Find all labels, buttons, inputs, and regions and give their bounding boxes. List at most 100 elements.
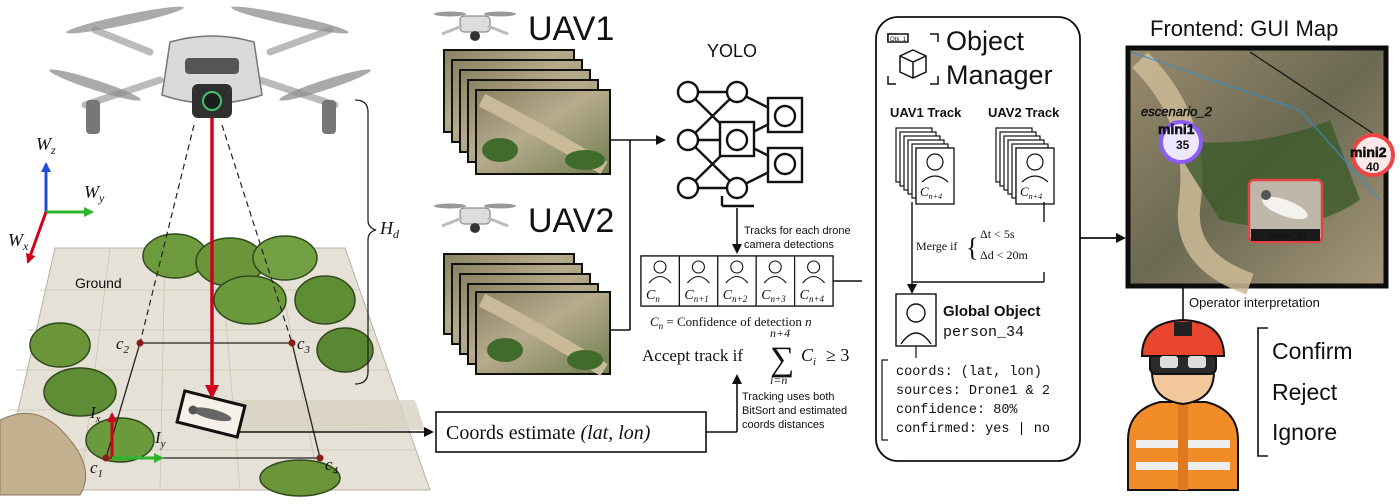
confidence-cell: Cn+1 [678, 255, 719, 307]
sum-symbol: ∑ [770, 341, 794, 378]
tree-cluster [29, 233, 374, 497]
world-axis-x-label: Wx [8, 230, 29, 253]
yolo-label: YOLO [707, 41, 757, 61]
drone1-marker[interactable]: mini1 35 [1158, 120, 1203, 164]
merge-cond-distance: Δd < 20m [980, 248, 1028, 262]
uav2-track-cards: Cn+4 [995, 127, 1055, 205]
accept-rule-prefix: Accept track if [642, 346, 743, 365]
rocky-ground [0, 412, 87, 496]
world-axis-y-label: Wy [84, 182, 105, 205]
map-scenario-label: escenario_2 [1141, 104, 1213, 119]
detail-confidence: confidence: 80% [896, 403, 1018, 418]
confidence-cell: Cn+3 [755, 255, 796, 307]
gui-map[interactable] [1125, 45, 1389, 295]
merge-brace: { [966, 233, 978, 262]
drone1-value: 35 [1176, 138, 1190, 152]
drone-icon [434, 11, 516, 41]
drone1-name: mini1 [1158, 121, 1195, 137]
person-icon [895, 293, 937, 347]
track-card-label: Cn+4 [920, 184, 942, 201]
cube-icon-tag: Obj. 1 [890, 37, 907, 43]
global-object-id: person_34 [943, 324, 1024, 341]
accept-relation: ≥ 3 [826, 345, 849, 365]
confidence-cell: Cn+4 [793, 255, 834, 307]
uav2-frame-stack [443, 253, 611, 376]
sum-lower-limit: i=n [770, 373, 787, 387]
fov-line-left [139, 124, 195, 344]
decision-bracket [1257, 327, 1268, 457]
tracks-note-line2: camera detections [744, 239, 834, 251]
details-bracket [881, 359, 888, 441]
drone2-name: mini2 [1350, 144, 1387, 160]
height-label: Hd [379, 218, 400, 241]
detail-confirmed: confirmed: yes | no [896, 422, 1050, 437]
corner-points [102, 339, 324, 462]
operator-icon [1127, 318, 1239, 491]
cube-icon [887, 33, 939, 85]
height-brace [354, 99, 377, 385]
tracks-note-line1: Tracks for each drone [744, 225, 851, 237]
confidence-cell: Cn+2 [717, 255, 757, 307]
uav2-label: UAV2 [528, 202, 614, 240]
object-manager-title-line2: Manager [946, 60, 1053, 90]
corner-c3: c3 [297, 334, 311, 356]
merge-cond-time: Δt < 5s [980, 227, 1015, 241]
detail-coords: coords: (lat, lon) [896, 365, 1042, 380]
detection-label: person_34 [1268, 231, 1306, 240]
uav2-track-label: UAV2 Track [988, 105, 1060, 120]
uav1-section: UAV1 [434, 10, 614, 175]
road [230, 400, 425, 432]
detail-sources: sources: Drone1 & 2 [896, 384, 1050, 399]
coords-estimate-box [435, 411, 707, 453]
neural-network-icon [676, 80, 804, 208]
sum-upper-limit: n+4 [770, 326, 790, 340]
uav1-track-label: UAV1 Track [890, 105, 962, 120]
uav1-frame-stack [443, 49, 611, 175]
scene-panel: Ground c1 c2 c3 c4 Ix Iy Wz Wy [0, 6, 431, 497]
decision-ignore[interactable]: Ignore [1272, 419, 1337, 445]
uav1-label: UAV1 [528, 10, 614, 48]
ground-label: Ground [75, 275, 122, 291]
confidence-cell-label: Cn+1 [684, 288, 708, 304]
track-card-label: Cn+4 [1020, 184, 1042, 201]
track-card-stacks: Cn+4 Cn+4 [895, 127, 1055, 205]
uav1-track-cards: Cn+4 [895, 127, 955, 205]
coords-estimate-label: Coords estimate (lat, lon) [446, 422, 651, 444]
global-object-title: Global Object [943, 303, 1041, 320]
world-axis-x [26, 211, 48, 264]
decision-reject[interactable]: Reject [1272, 379, 1338, 405]
corner-c1: c1 [90, 458, 103, 480]
world-axis-z-label: Wz [36, 134, 56, 157]
decision-confirm[interactable]: Confirm [1272, 338, 1353, 364]
detection-thumbnail[interactable]: person_34 [1247, 178, 1324, 244]
detected-person-box [175, 389, 247, 439]
confidence-caption: Cn = Confidence of detection n [650, 314, 812, 331]
accept-rule: Accept track if n+4 ∑ i=n Ci ≥ 3 [642, 326, 849, 387]
confidence-cell-label: Cn+3 [761, 288, 786, 304]
tracking-note-line2: BitSort and estimated [742, 405, 847, 417]
confidence-track: Cn Cn+1 Cn+2 Cn+3 Cn+4 [640, 255, 834, 307]
merge-label-bg [914, 222, 1070, 272]
drone2-marker[interactable]: mini2 40 [1350, 133, 1395, 177]
operator-label: Operator interpretation [1189, 295, 1320, 310]
corner-c4: c4 [325, 455, 339, 477]
image-axis-x-label: Ix [89, 403, 101, 425]
drone-icon [434, 203, 516, 233]
sum-body: Ci [801, 345, 816, 368]
confidence-cell-label: Cn+2 [723, 288, 748, 304]
image-axis-y-label: Iy [154, 428, 166, 450]
merge-prefix: Merge if [916, 239, 957, 253]
drone2-value: 40 [1366, 160, 1380, 174]
drone-icon [49, 6, 371, 134]
frontend-title: Frontend: GUI Map [1150, 16, 1338, 41]
tracking-note-line1: Tracking uses both [742, 391, 835, 403]
tracking-note-line3: coords distances [742, 419, 825, 431]
frame-to-yolo-connector [610, 135, 666, 331]
uav2-section: UAV2 [434, 202, 614, 376]
confidence-cell-label: Cn+4 [800, 288, 825, 304]
confidence-cell-label: Cn [646, 288, 660, 304]
confidence-cell: Cn [640, 255, 681, 307]
fov-line-right [221, 124, 293, 344]
object-manager-title-line1: Object [946, 26, 1025, 56]
